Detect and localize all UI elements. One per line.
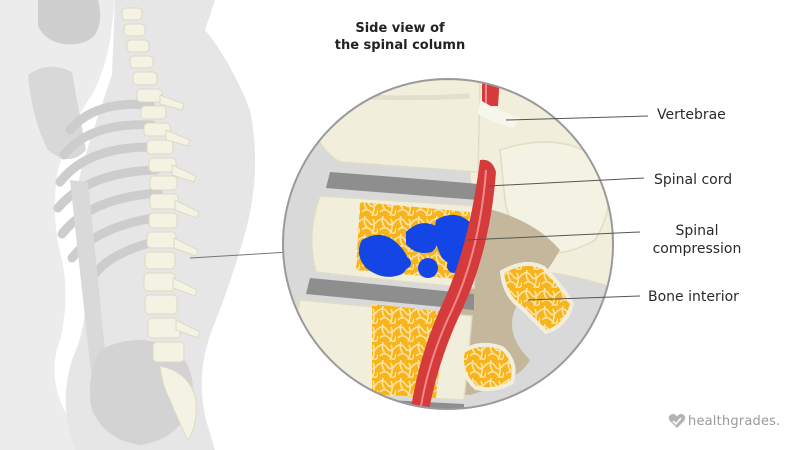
spine-vertebrae-column <box>121 7 197 441</box>
leader-spinal-cord <box>487 177 645 187</box>
spinal-cord <box>482 79 500 106</box>
leader-lines <box>465 115 649 301</box>
label-compression-line-2: compression <box>652 241 742 257</box>
intervertebral-disc-upper <box>326 172 478 200</box>
leader-compression <box>465 231 641 241</box>
leader-vertebrae <box>505 115 649 121</box>
compression-area <box>358 214 477 278</box>
pelvis-shape <box>89 340 193 445</box>
label-spinal-cord: Spinal cord <box>654 172 733 188</box>
heart-logo-icon <box>668 414 686 428</box>
zoom-pointer-line <box>189 251 291 259</box>
label-compression-line-1: Spinal <box>675 223 719 239</box>
label-spinal-compression: Spinal compression <box>649 222 745 258</box>
title-line-1: Side view of <box>355 21 445 36</box>
spinous-processes <box>159 94 201 339</box>
vertebra-body-top <box>309 79 481 173</box>
magnified-view <box>282 78 614 410</box>
shoulder-blade-shape <box>28 66 86 159</box>
label-bone-interior: Bone interior <box>648 289 739 305</box>
intervertebral-disc-lower <box>306 278 474 310</box>
title-line-2: the spinal column <box>334 38 466 53</box>
skull-shape <box>38 0 101 45</box>
diagram-title: Side view of the spinal column <box>300 20 500 54</box>
skeleton-silhouette <box>0 0 256 450</box>
label-vertebrae: Vertebrae <box>657 107 726 123</box>
leader-bone-interior <box>527 295 641 301</box>
bone-interior-posterior <box>499 261 575 335</box>
brand-name: healthgrades. <box>688 414 781 429</box>
arm-bone <box>70 180 108 382</box>
